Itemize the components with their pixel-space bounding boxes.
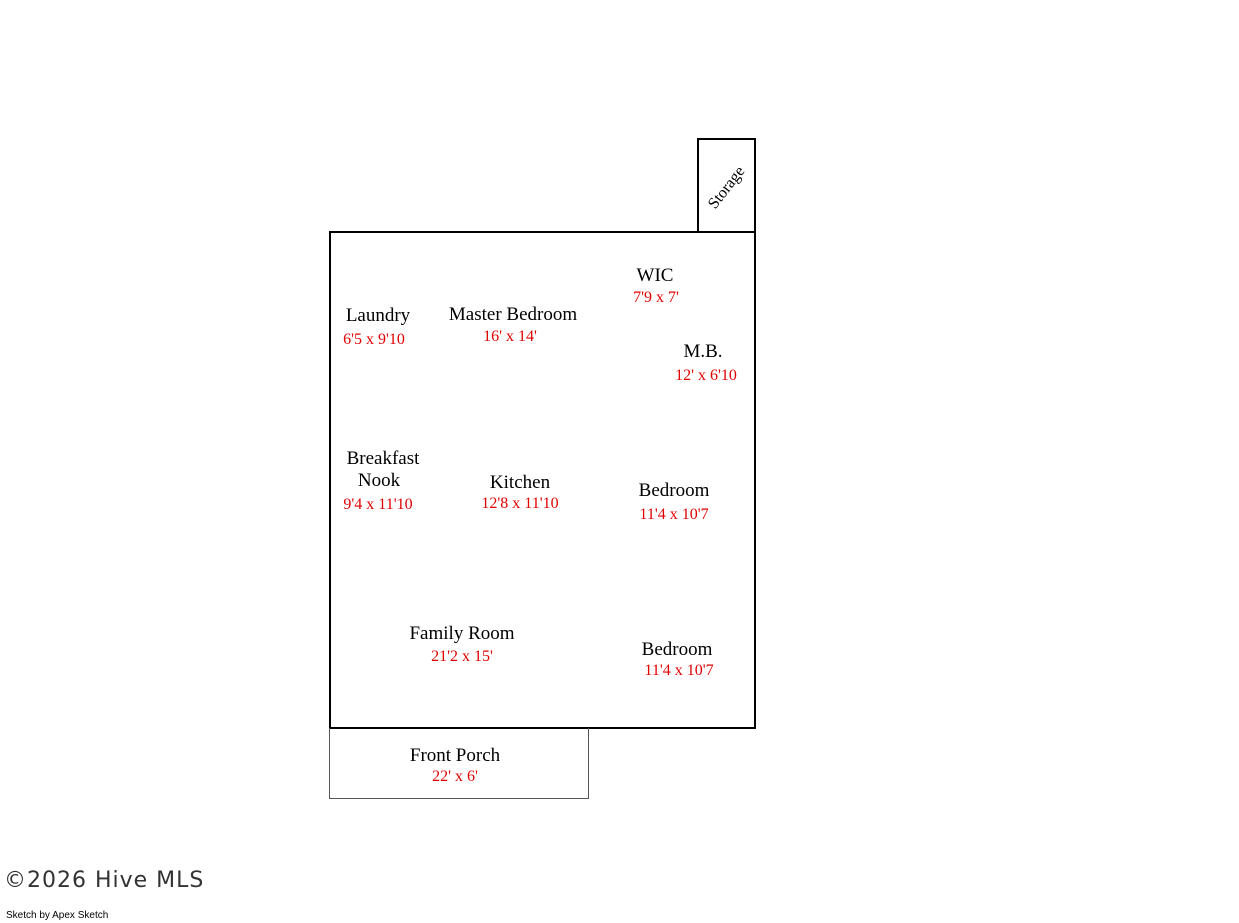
bedroom-1-dimensions: 11'4 x 10'7 [639, 506, 709, 523]
master-bedroom-dimensions: 16' x 14' [483, 328, 537, 345]
wic-dimensions: 7'9 x 7' [633, 289, 679, 306]
kitchen-label: Kitchen [489, 472, 551, 493]
master-bedroom-label: Master Bedroom [448, 304, 578, 325]
front-porch-outline [329, 728, 589, 799]
mb-dimensions: 12' x 6'10 [675, 367, 737, 384]
main-floor-outline [329, 231, 756, 729]
family-room-dimensions: 21'2 x 15' [431, 648, 493, 665]
bedroom-1-label: Bedroom [638, 480, 710, 501]
kitchen-dimensions: 12'8 x 11'10 [481, 495, 559, 512]
front-porch-dimensions: 22' x 6' [432, 768, 478, 785]
family-room-label: Family Room [409, 623, 515, 644]
breakfast-nook-label-line2: Nook [357, 470, 401, 491]
mb-label: M.B. [683, 341, 723, 362]
breakfast-nook-dimensions: 9'4 x 11'10 [343, 496, 413, 513]
wic-label: WIC [636, 265, 674, 286]
copyright-text: ©2026 Hive MLS [4, 868, 205, 893]
sketch-credit: Sketch by Apex Sketch [6, 910, 109, 921]
breakfast-nook-label-line1: Breakfast [346, 448, 420, 469]
bedroom-2-label: Bedroom [641, 639, 713, 660]
laundry-label: Laundry [345, 305, 411, 326]
front-porch-label: Front Porch [409, 745, 501, 766]
bedroom-2-dimensions: 11'4 x 10'7 [644, 662, 714, 679]
laundry-dimensions: 6'5 x 9'10 [343, 331, 405, 348]
